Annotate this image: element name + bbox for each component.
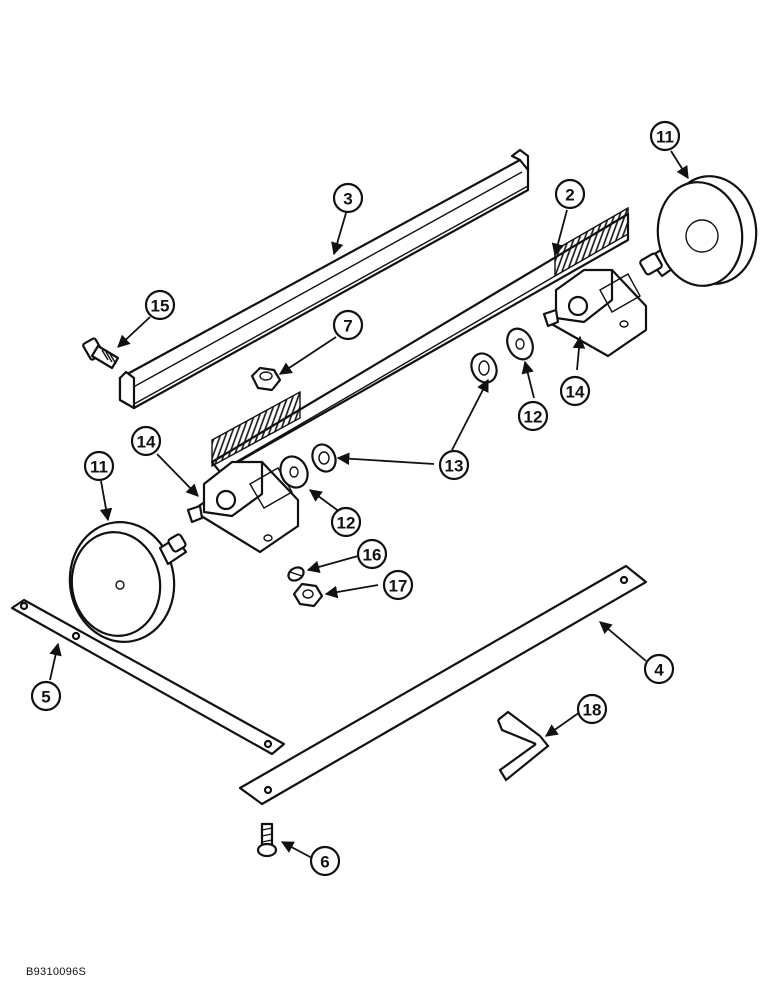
svg-text:11: 11 xyxy=(90,458,108,477)
callout-12-right: 12 xyxy=(517,400,549,432)
svg-text:14: 14 xyxy=(566,383,585,402)
leader-14-right xyxy=(572,335,586,371)
reference-code: B9310096S xyxy=(26,966,87,978)
leader-15 xyxy=(117,316,151,348)
svg-text:18: 18 xyxy=(583,701,602,720)
leader-14-left xyxy=(156,453,199,497)
lock-washer-left-part xyxy=(311,443,337,473)
callout-11-top: 11 xyxy=(649,120,681,152)
leader-11-left xyxy=(99,480,113,522)
bolt-15-part xyxy=(82,337,120,370)
brush-strip-part xyxy=(210,206,630,474)
svg-text:13: 13 xyxy=(445,457,464,476)
roller-disc-left-part xyxy=(68,521,188,643)
nut-17-part xyxy=(292,582,324,608)
svg-text:4: 4 xyxy=(654,661,664,680)
washer-left-part xyxy=(279,455,309,489)
leader-2 xyxy=(551,209,568,257)
callout-7: 7 xyxy=(332,309,364,341)
wire-clip-part xyxy=(496,710,550,782)
leader-7 xyxy=(278,336,337,375)
svg-text:3: 3 xyxy=(343,190,352,209)
hex-nut-part xyxy=(250,366,282,392)
svg-text:5: 5 xyxy=(41,688,50,707)
svg-text:12: 12 xyxy=(524,408,543,427)
leader-5 xyxy=(49,642,62,681)
bolt-6-part xyxy=(256,822,278,858)
callout-14-left: 14 xyxy=(130,425,162,457)
leader-11-top xyxy=(670,150,689,180)
svg-text:12: 12 xyxy=(337,514,356,533)
leader-4 xyxy=(599,621,647,662)
flat-strap-4-part xyxy=(238,564,648,806)
lock-washer-right-part xyxy=(470,352,498,384)
leader-17 xyxy=(324,584,379,599)
callout-18: 18 xyxy=(576,693,608,725)
leader-3 xyxy=(331,212,347,256)
leader-12-right xyxy=(521,360,535,399)
callout-15: 15 xyxy=(144,289,176,321)
svg-text:6: 6 xyxy=(320,853,329,872)
leader-13-up xyxy=(451,378,489,451)
callout-4: 4 xyxy=(643,653,675,685)
roller-disc-right-part xyxy=(639,175,758,287)
callout-17: 17 xyxy=(382,569,414,601)
washer-right-part xyxy=(506,327,534,361)
callout-2: 2 xyxy=(554,178,586,210)
callout-5: 5 xyxy=(30,680,62,712)
lock-washer-16-part xyxy=(287,566,305,582)
channel-rail-part xyxy=(118,148,530,410)
callout-12-left: 12 xyxy=(330,506,362,538)
svg-text:11: 11 xyxy=(656,128,674,147)
callout-3: 3 xyxy=(332,182,364,214)
leader-6 xyxy=(280,841,313,859)
svg-text:15: 15 xyxy=(151,297,170,316)
leader-18 xyxy=(544,711,581,737)
svg-text:17: 17 xyxy=(389,577,408,596)
leader-16 xyxy=(306,555,359,574)
callout-6: 6 xyxy=(309,845,341,877)
bearing-bracket-left-part xyxy=(186,460,300,554)
callout-14-right: 14 xyxy=(559,375,591,407)
flat-strap-5-part xyxy=(10,598,286,756)
svg-text:2: 2 xyxy=(565,186,574,205)
leader-13-left xyxy=(336,452,435,465)
svg-text:16: 16 xyxy=(363,546,382,565)
callout-11-left: 11 xyxy=(83,450,115,482)
callout-16: 16 xyxy=(356,538,388,570)
svg-text:14: 14 xyxy=(137,433,156,452)
svg-text:7: 7 xyxy=(343,317,352,336)
bearing-bracket-right-part xyxy=(542,268,648,358)
callout-13: 13 xyxy=(438,449,470,481)
